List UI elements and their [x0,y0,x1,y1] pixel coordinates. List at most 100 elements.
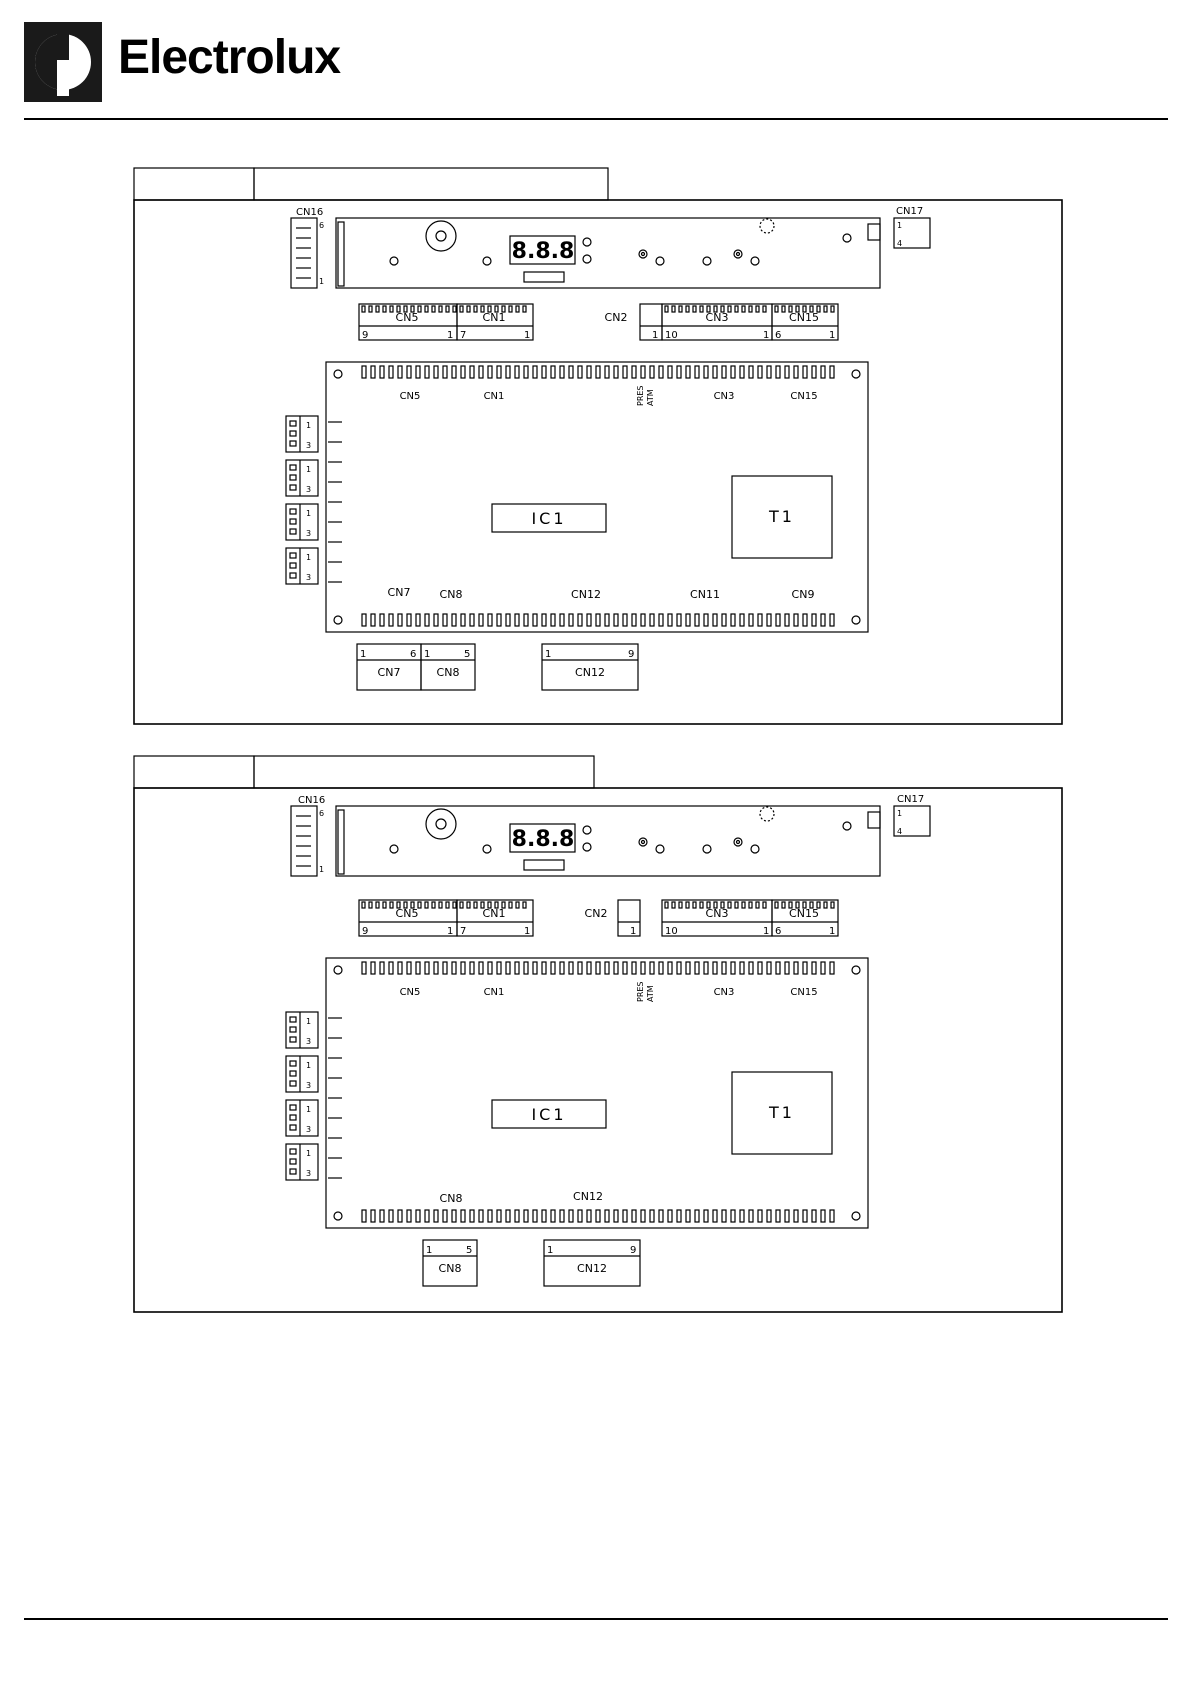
header-pin [532,365,538,379]
plug-pin [802,305,807,313]
plug-pin [741,305,746,313]
plug-cn5-pin-left: 9 [362,926,368,937]
plug-cn2-label: CN2 [605,311,628,324]
side-connector [285,547,319,585]
title-tab-code [133,167,255,201]
side-connector-pin-bottom: 3 [306,573,311,582]
header-pin [802,613,808,627]
side-connector-pin-bottom: 3 [306,1125,311,1134]
plug-cn12 [541,643,639,691]
top-plugs: CN5 CN1 CN2 CN3 CN15 9 1 7 1 1 10 1 6 1 [358,303,839,341]
side-connector-pin-bottom: 3 [306,485,311,494]
header-pin [784,1209,790,1223]
header-pin [802,1209,808,1223]
plug-pin [720,305,725,313]
plug-pin [816,901,821,909]
header-pin [433,613,439,627]
plug-pin [664,305,669,313]
plug-pin [706,305,711,313]
header-pin [496,365,502,379]
header-pin [748,365,754,379]
header-pin [667,613,673,627]
side-connector-pin-top: 1 [306,509,311,518]
plug-pin [361,305,366,313]
header-pin [766,1209,772,1223]
header-pin [424,961,430,975]
header-pin [658,613,664,627]
plug-cn12-pin-left: 1 [545,649,551,660]
plug-pin [424,305,429,313]
header-pin [640,365,646,379]
plug-pin [389,901,394,909]
header-pin [622,613,628,627]
header-pin [406,1209,412,1223]
header-pin [478,613,484,627]
cn16-pin-high: 6 [319,809,324,818]
display-board: 8.8.8 CN16 CN17 6 1 1 4 [290,206,931,289]
plug-pin [809,305,814,313]
header-pin [379,365,385,379]
plug-cn2-label: CN2 [585,907,608,920]
header-pin [415,365,421,379]
header-pin [451,613,457,627]
side-connector-pin-top: 1 [306,553,311,562]
header-pin [613,961,619,975]
board-cn5-label: CN5 [400,391,421,402]
header-pin [361,1209,367,1223]
header-pin [361,613,367,627]
header-pin [712,1209,718,1223]
plug-cn3-label: CN3 [706,311,729,324]
pcb-diagram-2: 8.8.8 CN16 CN17 6 1 1 4 CN5 CN1 CN2 CN3 [0,754,1190,1314]
header-pin [460,613,466,627]
plug-pin [678,901,683,909]
plug-pin [809,901,814,909]
header-pin [460,365,466,379]
cn16-connector [290,805,318,877]
bottom-plugs: 1 5 1 9 CN8 CN12 [422,1239,641,1287]
side-connector-pin [289,1114,297,1121]
bottom-plugs: 1 6 1 5 1 9 CN7 CN8 CN12 [356,643,639,691]
plug-pin [361,901,366,909]
plug-cn15-pin-left: 6 [775,330,781,341]
plug-cn8 [422,1239,478,1287]
board-pres-label: PRES [636,385,645,406]
side-connector-pin-bottom: 3 [306,1037,311,1046]
plug-pin [452,305,457,313]
plug-cn1-pin-left: 7 [460,926,466,937]
side-connector [285,1011,319,1049]
side-connector [285,503,319,541]
header-pin [559,365,565,379]
header-pin [676,961,682,975]
header-pin [649,961,655,975]
header-pin [793,365,799,379]
header-pin [784,961,790,975]
cn16-pin-low: 1 [319,277,324,286]
side-connector-pin-top: 1 [306,1061,311,1070]
plug-pin [823,901,828,909]
header-pin [487,961,493,975]
electrolux-logo-icon [24,22,102,102]
t1-label: T1 [768,507,795,526]
header-pin [505,1209,511,1223]
header-pin [469,1209,475,1223]
header-pin [703,613,709,627]
side-connector [285,1055,319,1093]
header-pin [784,365,790,379]
plug-pin [382,901,387,909]
header-pin [712,613,718,627]
header-pin [433,961,439,975]
cn17-pin-low: 4 [897,239,902,248]
side-connector-pin [289,1124,297,1131]
plug-pin [713,901,718,909]
side-connector [285,1099,319,1137]
header-pin [487,613,493,627]
side-connector-pin [289,572,297,579]
side-connector-pin-top: 1 [306,421,311,430]
header-pin [748,961,754,975]
cn17-pin-low: 4 [897,827,902,836]
plug-pin [795,305,800,313]
plug-pin [671,305,676,313]
header-pin [829,961,835,975]
header-pin [802,365,808,379]
